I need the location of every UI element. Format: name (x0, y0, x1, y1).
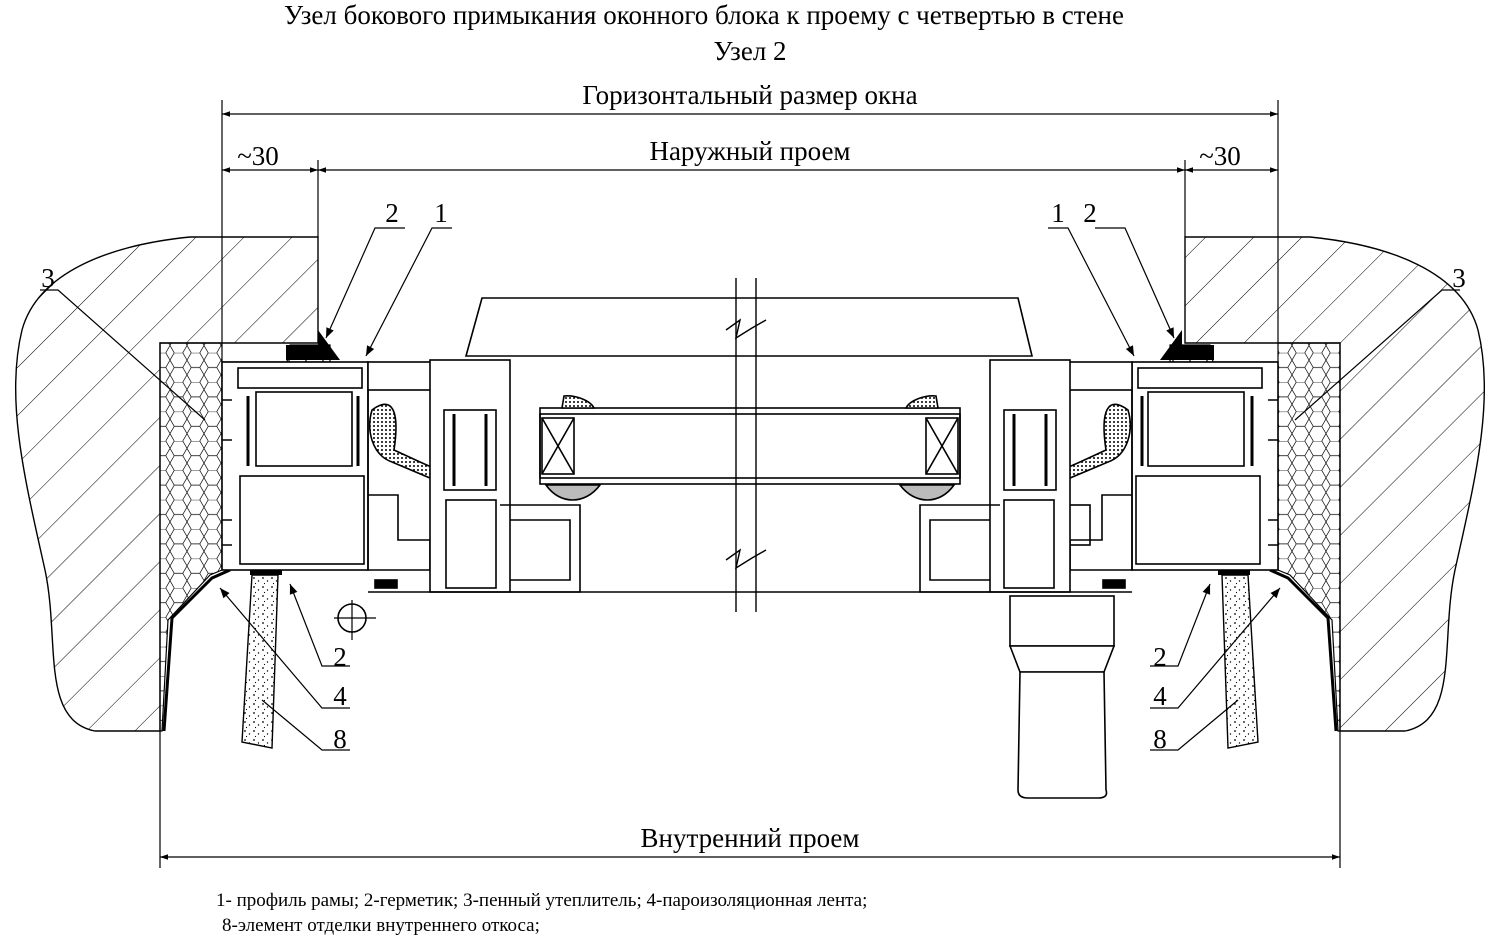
callout-right-insulation: 3 (1452, 263, 1466, 293)
right-vapour-tape (1269, 568, 1338, 732)
left-reveal-finish (241, 574, 279, 749)
dim-right-gap-label: ~30 (1199, 141, 1241, 171)
dim-inner-opening-label: Внутренний проем (641, 823, 860, 853)
callout-right-top-frame: 1 (1051, 198, 1065, 228)
legend-line-1: 1- профиль рамы; 2-герметик; 3-пенный ут… (216, 890, 868, 911)
dim-left-gap-label: ~30 (237, 141, 279, 171)
window-handle (1008, 595, 1116, 799)
top-trim-cover (464, 297, 1034, 357)
title-line-2: Узел 2 (713, 36, 786, 66)
callout-right-bottom-sealant: 2 (1153, 642, 1167, 672)
callout-left-bottom-finish: 8 (333, 724, 347, 754)
right-reveal-finish (1221, 574, 1259, 749)
dimension-lines (159, 100, 1341, 868)
left-vapour-tape (162, 568, 231, 732)
right-top-sealant (1160, 330, 1214, 360)
callout-left-top-sealant: 2 (385, 198, 399, 228)
glazing-unit (539, 395, 961, 501)
callout-left-bottom-tape: 4 (333, 681, 347, 711)
callout-left-bottom-sealant: 2 (333, 642, 347, 672)
title-line-1: Узел бокового примыкания оконного блока … (284, 0, 1124, 30)
dim-window-width-label: Горизонтальный размер окна (582, 80, 917, 110)
central-break-line (725, 278, 767, 612)
callout-right-bottom-tape: 4 (1153, 681, 1167, 711)
callout-right-top-sealant: 2 (1083, 198, 1097, 228)
callout-right-bottom-finish: 8 (1153, 724, 1167, 754)
callout-left-insulation: 3 (41, 263, 55, 293)
leader-lines (40, 227, 1460, 751)
right-wall (1184, 236, 1486, 732)
dim-outer-opening-label: Наружный проем (649, 136, 850, 166)
legend-line-2: 8-элемент отделки внутреннего откоса; (222, 915, 540, 936)
left-top-sealant (286, 330, 340, 360)
callout-left-top-frame: 1 (434, 198, 448, 228)
left-wall (14, 236, 319, 732)
